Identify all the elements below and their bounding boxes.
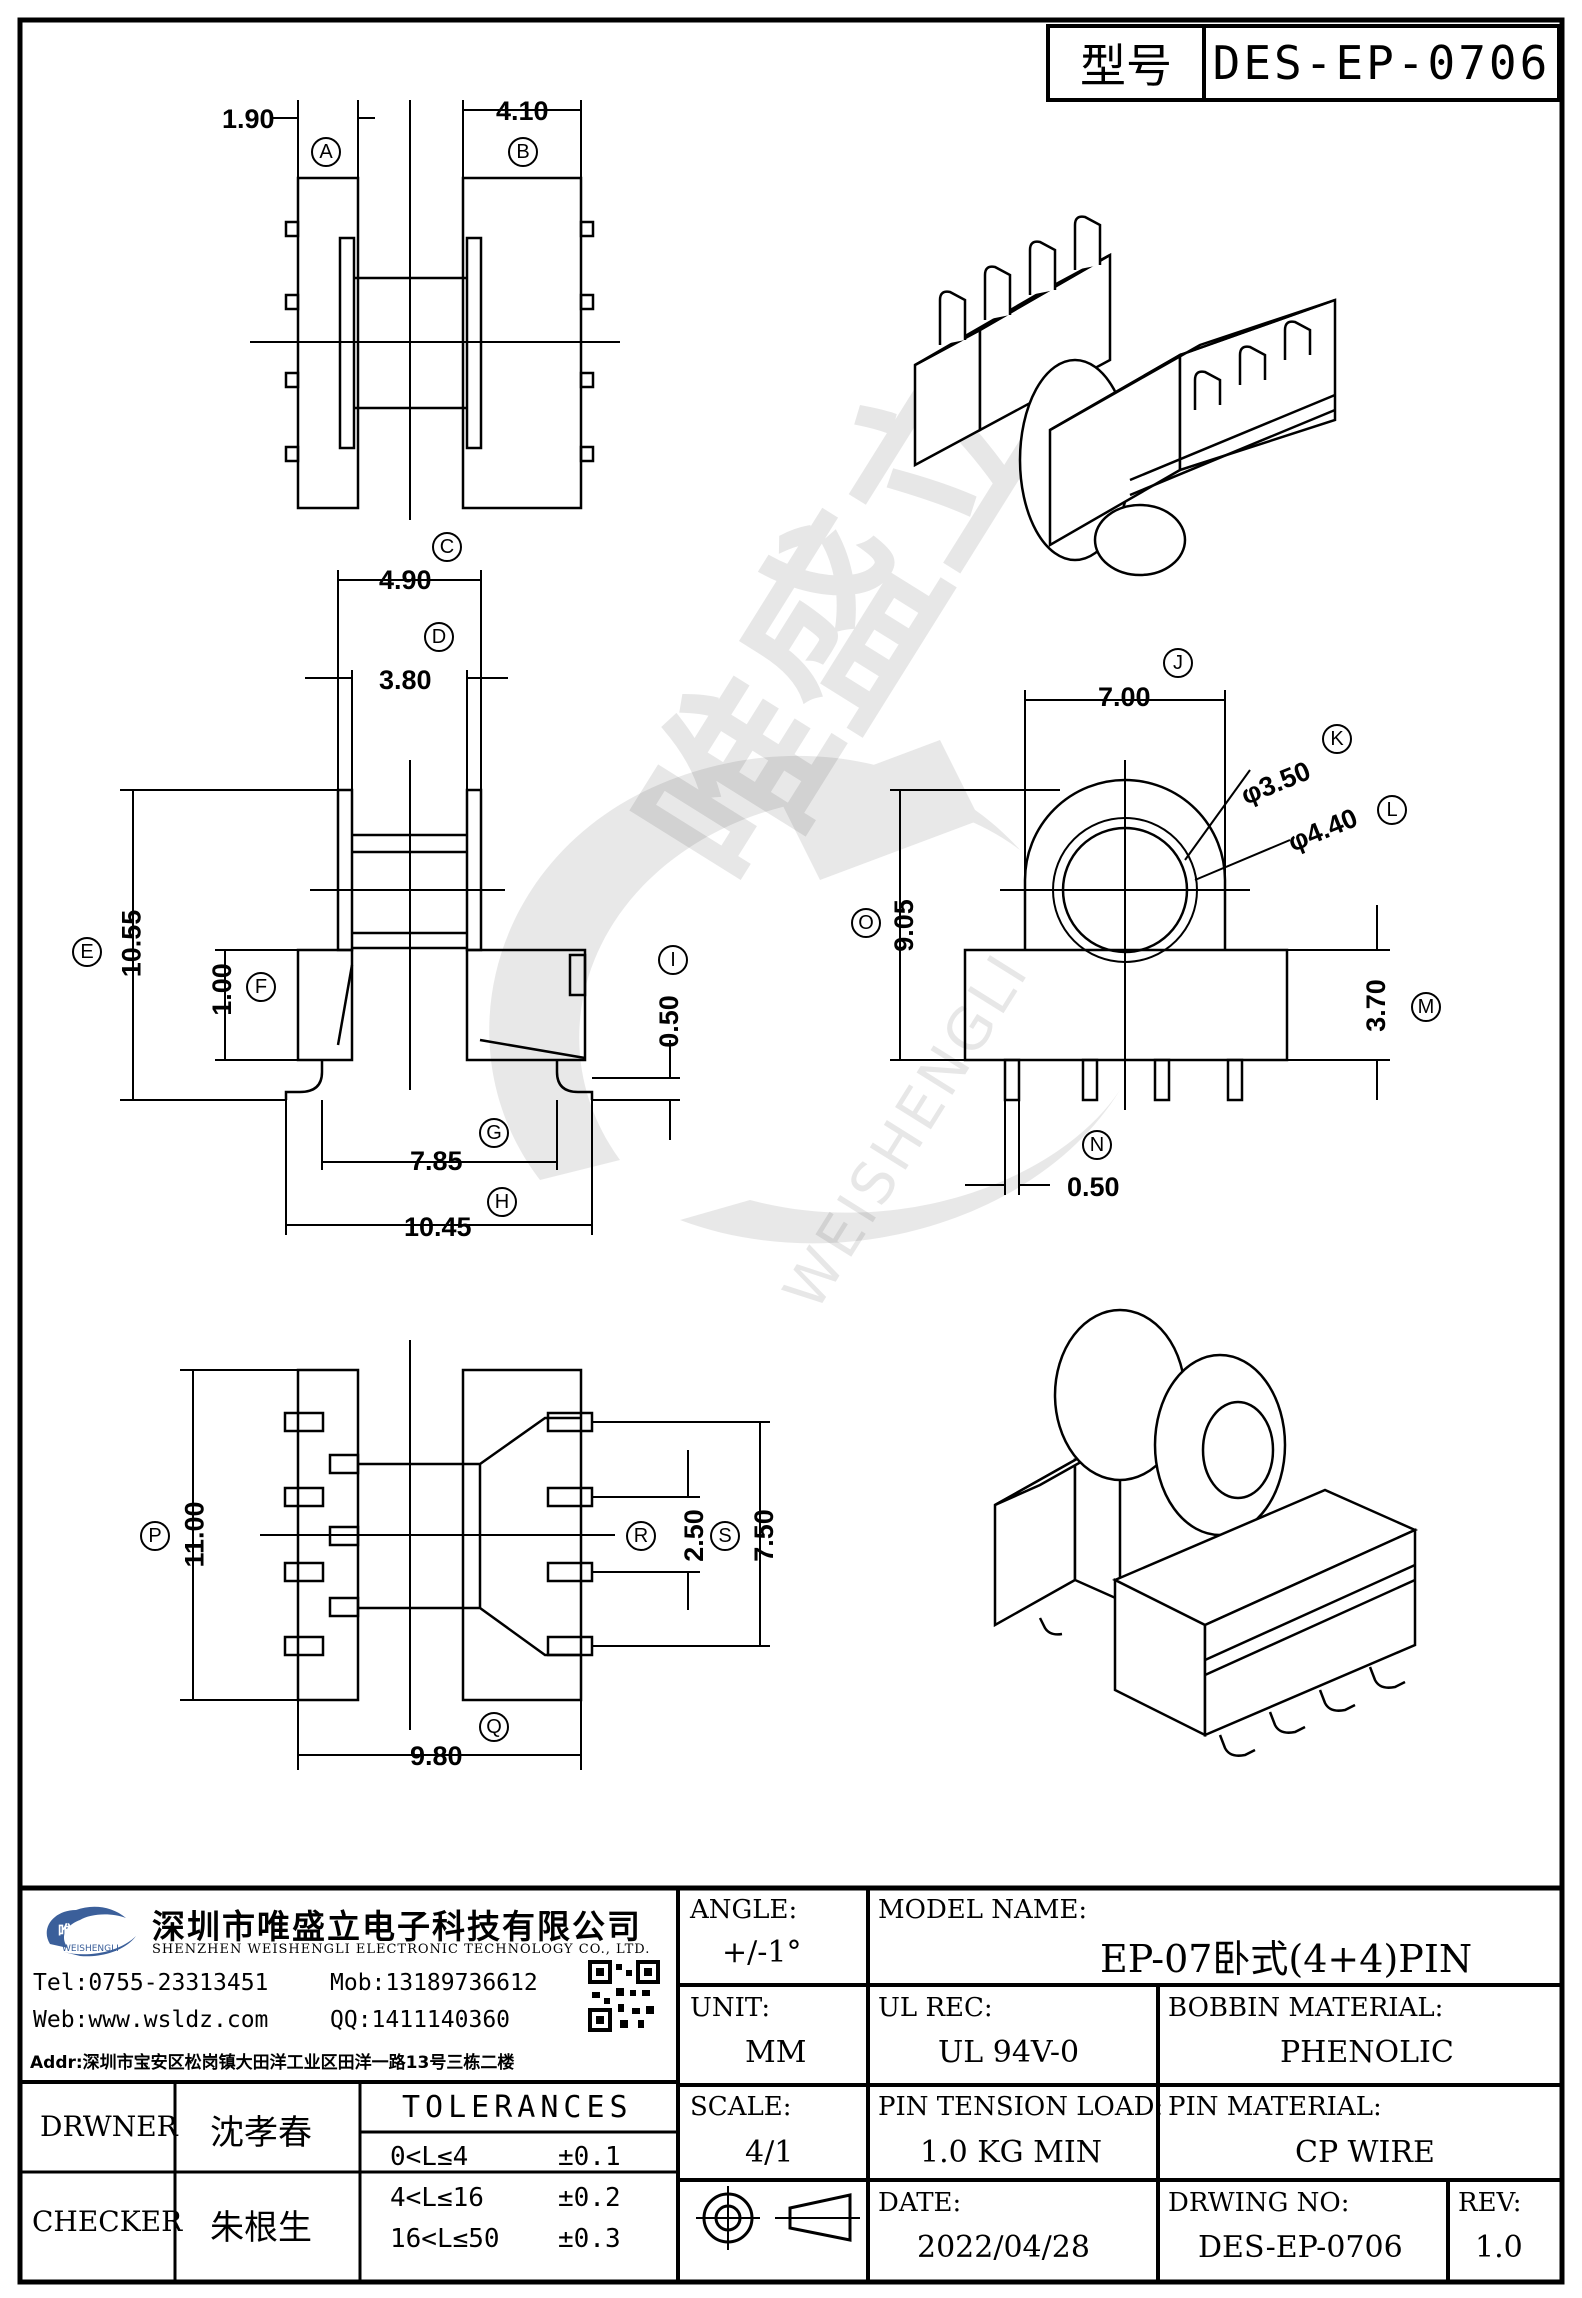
tag-e: E bbox=[72, 937, 102, 967]
bobbin-material-value: PHENOLIC bbox=[1280, 2035, 1454, 2070]
rev-value: 1.0 bbox=[1475, 2230, 1523, 2265]
company-web: Web:www.wsldz.com bbox=[33, 2007, 269, 2033]
model-name-label: MODEL NAME: bbox=[878, 1895, 1088, 1925]
drawer-value: 沈孝春 bbox=[210, 2113, 312, 2153]
pin-material-label: PIN MATERIAL: bbox=[1168, 2092, 1382, 2122]
dim-h-value: 10.45 bbox=[404, 1212, 472, 1242]
tol-row-2-range: 4<L≤16 bbox=[390, 2183, 484, 2213]
model-name-value: EP-07卧式(4+4)PIN bbox=[1100, 1937, 1473, 1981]
qr-code-icon bbox=[588, 1960, 660, 2032]
ul-rec-label: UL REC: bbox=[878, 1993, 993, 2023]
checker-label: CHECKER bbox=[32, 2205, 183, 2238]
dim-b-value: 4.10 bbox=[496, 96, 549, 126]
tag-c: C bbox=[432, 532, 462, 562]
tag-l: L bbox=[1377, 795, 1407, 825]
dim-q-value: 9.80 bbox=[410, 1741, 463, 1771]
angle-value: +/-1° bbox=[722, 1935, 802, 1970]
dim-n-value: 0.50 bbox=[1067, 1172, 1120, 1202]
tag-h: H bbox=[487, 1187, 517, 1217]
company-tel: Tel:0755-23313451 bbox=[33, 1970, 269, 1996]
tol-row-3-value: ±0.3 bbox=[558, 2224, 621, 2254]
dim-d-value: 3.80 bbox=[379, 665, 432, 695]
tag-a: A bbox=[311, 137, 341, 167]
pin-tension-value: 1.0 KG MIN bbox=[920, 2135, 1102, 2170]
drawing-no-label: DRWING NO: bbox=[1168, 2188, 1350, 2218]
drawer-label: DRWNER bbox=[40, 2110, 178, 2143]
tag-g: G bbox=[479, 1118, 509, 1148]
tag-r: R bbox=[626, 1521, 656, 1551]
tol-row-1-value: ±0.1 bbox=[558, 2142, 621, 2172]
pin-material-value: CP WIRE bbox=[1295, 2135, 1435, 2170]
bobbin-material-label: BOBBIN MATERIAL: bbox=[1168, 1993, 1444, 2023]
date-label: DATE: bbox=[878, 2188, 962, 2218]
tag-j: J bbox=[1163, 648, 1193, 678]
company-name-cn: 深圳市唯盛立电子科技有限公司 bbox=[152, 1907, 642, 1946]
tag-s: S bbox=[710, 1521, 740, 1551]
tag-k: K bbox=[1322, 724, 1352, 754]
company-logo-cn: 唯盛立 bbox=[58, 1922, 104, 1940]
tag-b: B bbox=[508, 137, 538, 167]
tag-i: I bbox=[658, 945, 688, 975]
model-code-box: 型号 DES-EP-0706 bbox=[1046, 24, 1562, 102]
scale-label: SCALE: bbox=[690, 2092, 792, 2122]
dim-a-value: 1.90 bbox=[222, 104, 275, 134]
dim-j-value: 7.00 bbox=[1098, 682, 1151, 712]
unit-label: UNIT: bbox=[690, 1993, 771, 2023]
model-code-value: DES-EP-0706 bbox=[1212, 36, 1551, 90]
ul-rec-value: UL 94V-0 bbox=[938, 2035, 1080, 2070]
tag-o: O bbox=[851, 908, 881, 938]
unit-value: MM bbox=[745, 2035, 807, 2070]
drawing-no-value: DES-EP-0706 bbox=[1198, 2230, 1403, 2265]
tag-q: Q bbox=[479, 1712, 509, 1742]
tol-row-3-range: 16<L≤50 bbox=[390, 2224, 500, 2254]
tag-f: F bbox=[246, 972, 276, 1002]
model-code-label: 型号 bbox=[1050, 28, 1206, 98]
scale-value: 4/1 bbox=[745, 2135, 794, 2170]
company-mob: Mob:13189736612 bbox=[330, 1970, 538, 1996]
pin-tension-label: PIN TENSION LOAD: bbox=[878, 2092, 1164, 2122]
tol-row-2-value: ±0.2 bbox=[558, 2183, 621, 2213]
tol-row-1-range: 0<L≤4 bbox=[390, 2142, 469, 2172]
tolerances-label: TOLERANCES bbox=[402, 2090, 633, 2125]
tag-d: D bbox=[424, 622, 454, 652]
tag-n: N bbox=[1082, 1130, 1112, 1160]
date-value: 2022/04/28 bbox=[917, 2230, 1090, 2265]
company-qq: QQ:1411140360 bbox=[330, 2007, 511, 2033]
dim-c-value: 4.90 bbox=[379, 565, 432, 595]
company-name-en: SHENZHEN WEISHENGLI ELECTRONIC TECHNOLOG… bbox=[152, 1942, 651, 1957]
angle-label: ANGLE: bbox=[690, 1895, 798, 1925]
rev-label: REV: bbox=[1458, 2188, 1522, 2218]
tag-m: M bbox=[1411, 992, 1441, 1022]
company-logo-en: WEISHENGLI bbox=[62, 1944, 119, 1954]
company-logo-icon bbox=[46, 1906, 136, 1957]
checker-value: 朱根生 bbox=[210, 2208, 312, 2248]
dim-g-value: 7.85 bbox=[410, 1146, 463, 1176]
tag-p: P bbox=[140, 1521, 170, 1551]
company-address: Addr:深圳市宝安区松岗镇大田洋工业区田洋一路13号三栋二楼 bbox=[30, 2053, 515, 2073]
